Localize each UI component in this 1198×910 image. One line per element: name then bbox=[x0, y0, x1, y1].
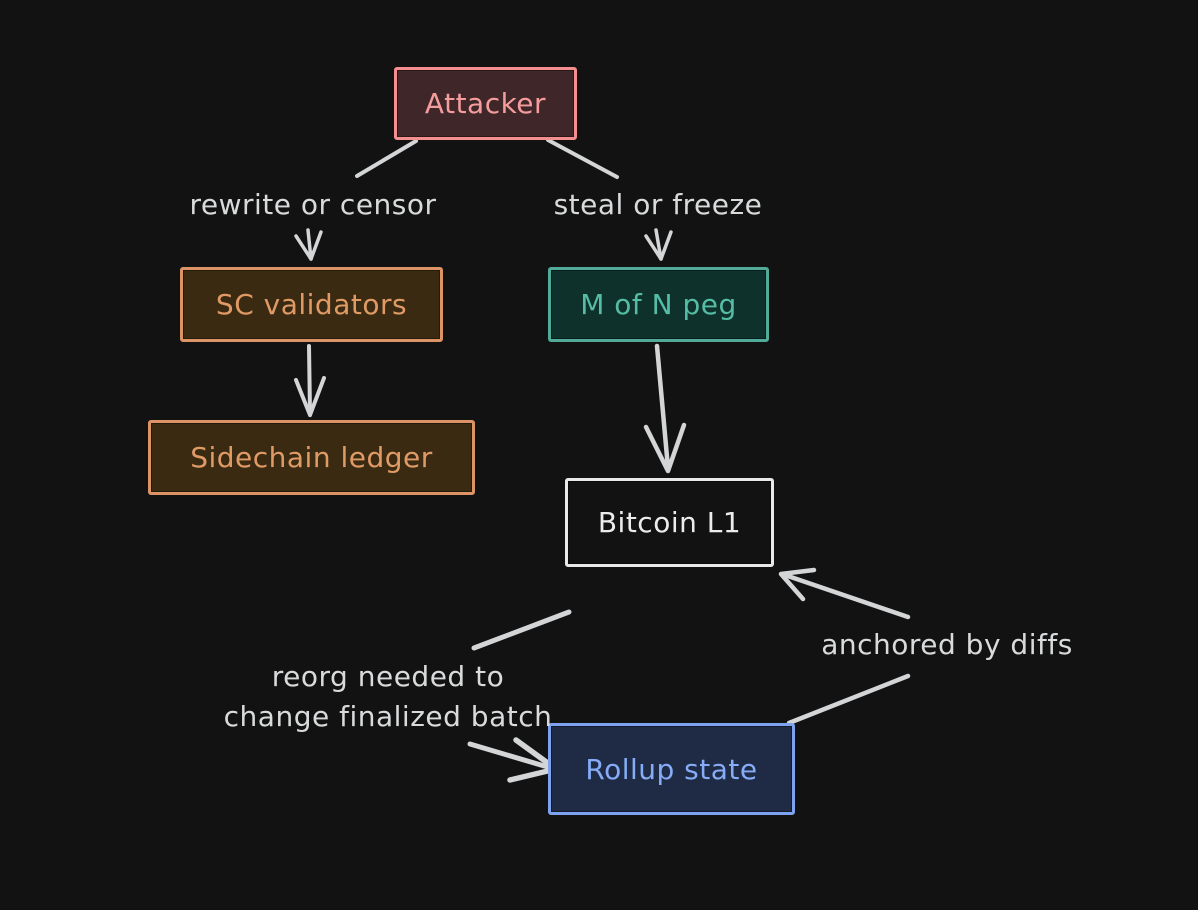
edge-label-steal-or-freeze: steal or freeze bbox=[553, 188, 763, 221]
edge-label-reorg-line2: change finalized batch bbox=[223, 700, 553, 733]
node-m-of-n-peg[interactable]: M of N peg bbox=[548, 267, 769, 342]
node-rollup-state[interactable]: Rollup state bbox=[548, 723, 795, 815]
arrow-m-of-n-peg-to-bitcoin-l1 bbox=[643, 343, 687, 474]
node-sc-validators[interactable]: SC validators bbox=[180, 267, 443, 342]
arrow-bitcoin-l1-to-rollup-state bbox=[467, 609, 572, 783]
node-attacker[interactable]: Attacker bbox=[394, 67, 577, 140]
node-rollup-state-label: Rollup state bbox=[585, 752, 758, 786]
edge-label-reorg-line1: reorg needed to bbox=[271, 660, 505, 693]
node-bitcoin-l1[interactable]: Bitcoin L1 bbox=[565, 478, 774, 567]
node-attacker-label: Attacker bbox=[424, 87, 547, 120]
arrow-attacker-to-sc-validators bbox=[294, 139, 418, 261]
edge-label-reorg-needed: reorg needed to change finalized batch bbox=[224, 657, 553, 737]
arrow-attacker-to-m-of-n-peg bbox=[546, 138, 673, 261]
node-sidechain-ledger[interactable]: Sidechain ledger bbox=[148, 420, 475, 495]
arrow-rollup-state-to-bitcoin-l1 bbox=[778, 567, 911, 726]
node-sc-validators-label: SC validators bbox=[215, 288, 408, 321]
node-bitcoin-l1-label: Bitcoin L1 bbox=[597, 506, 742, 539]
edge-label-rewrite-or-censor: rewrite or censor bbox=[189, 188, 437, 221]
node-m-of-n-peg-label: M of N peg bbox=[580, 288, 737, 321]
node-sidechain-ledger-label: Sidechain ledger bbox=[190, 441, 433, 474]
edge-label-anchored-by-diffs: anchored by diffs bbox=[821, 628, 1073, 661]
arrow-sc-validators-to-sidechain-ledger bbox=[294, 344, 326, 417]
